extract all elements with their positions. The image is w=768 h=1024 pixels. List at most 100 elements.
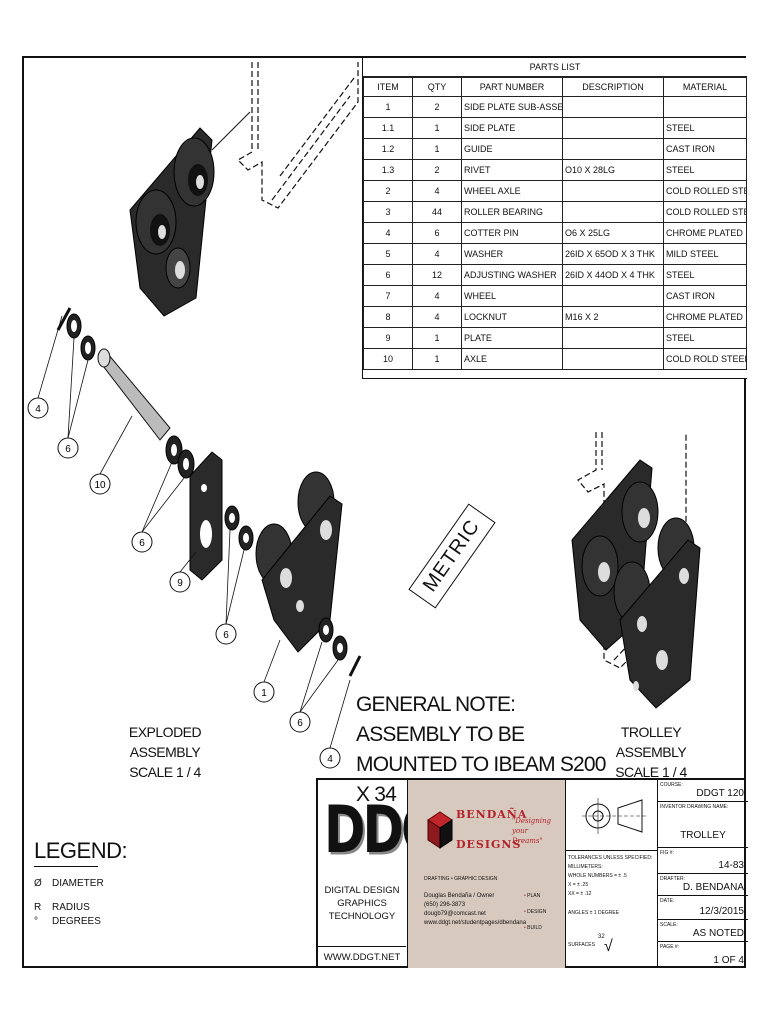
school-cell: DDGT DIGITAL DESIGN GRAPHICS TECHNOLOGY … [318,780,472,969]
balloon: 4 [319,747,341,769]
item-cell: 8 [363,306,413,328]
ibeam-top-dashed [237,62,359,209]
legend-text: RADIUS [52,902,90,913]
step-build: • BUILD [524,925,542,931]
parts-list: PARTS LIST ITEM QTY PART NUMBER DESCRIPT… [362,58,747,379]
tolerance-whole: WHOLE NUMBERS = ± .5 [568,873,627,879]
cube-logo-icon [427,811,453,849]
balloon: 1 [253,681,275,703]
svg-text:9: 9 [177,578,183,589]
part-number-cell: WHEEL AXLE [461,180,563,202]
company-tagline: DRAFTING • GRAPHIC DESIGN [424,876,498,882]
parts-list-title: PARTS LIST [363,58,747,77]
part-number-cell: GUIDE [461,138,563,160]
company-contact: Douglas Bendaña / Owner (650) 296-3873 d… [424,892,526,928]
general-note-line1: GENERAL NOTE: ASSEMBLY TO BE [356,693,525,746]
part-number-cell: ADJUSTING WASHER [461,264,563,286]
part-number-cell: PLATE [461,327,563,349]
balloon: 10 [89,473,111,495]
contact-line: dougb79@comcast.net [424,911,486,917]
balloon: 6 [57,437,79,459]
general-note-line2: MOUNTED TO IBEAM S200 X 34 [356,753,606,806]
item-cell: 2 [363,180,413,202]
description-cell [562,327,664,349]
website: WWW.DDGT.NET [318,946,406,969]
header-description: DESCRIPTION [562,77,664,97]
school-name-line: GRAPHICS [337,898,387,909]
material-cell: CHROME PLATED STEEL [663,306,747,328]
material-cell [663,96,747,118]
item-cell: 1.2 [363,138,413,160]
material-cell: STEEL [663,264,747,286]
svg-text:6: 6 [297,718,303,729]
material-cell: CAST IRON [663,138,747,160]
svg-text:6: 6 [223,630,229,641]
legend-text: DEGREES [52,916,101,927]
balloon: 6 [131,531,153,553]
tolerance-notes: TOLERANCES UNLESS SPECIFIED: MILLIMETERS… [568,854,652,918]
tolerance-angles: ANGLES ± 1 DEGREE [568,910,620,916]
qty-cell: 44 [412,201,462,223]
surface-finish-label: SURFACES [568,942,595,948]
company-card: BENDAÑA DESIGNS "Designing your Dreams" … [408,780,566,968]
drafter-field: DRAFTER: D. BENDANA [658,874,748,896]
header-qty: QTY [412,77,462,97]
balloon: 6 [215,623,237,645]
surface-finish-value: 32 [598,934,605,940]
item-cell: 9 [363,327,413,349]
description-cell: 26ID X 65OD X 3 THK [562,243,664,265]
check-mark-icon: √ [604,938,613,955]
company-name-top: BENDAÑA [456,808,528,821]
header-part-number: PART NUMBER [461,77,563,97]
legend-symbol: ° [34,916,38,927]
material-cell: STEEL [663,327,747,349]
legend-text: DIAMETER [52,878,104,889]
balloon: 4 [27,397,49,419]
info-fields: COURSE: DDGT 120 INVENTOR DRAWING NAME: … [658,780,748,968]
item-cell: 1 [363,96,413,118]
svg-text:6: 6 [65,444,71,455]
material-cell: CHROME PLATED STEEL [663,222,747,244]
tolerance-title: TOLERANCES UNLESS SPECIFIED: [568,855,653,861]
description-cell [562,96,664,118]
material-cell: MILD STEEL [663,243,747,265]
contact-line: www.ddgt.net/studentpages/dbendana [424,920,527,926]
projection-symbol-icon [582,798,646,834]
description-cell: O6 X 25LG [562,222,664,244]
general-note: GENERAL NOTE: ASSEMBLY TO BE MOUNTED TO … [356,690,606,810]
description-cell: 26ID X 44OD X 4 THK [562,264,664,286]
qty-cell: 2 [412,96,462,118]
part-number-cell: RIVET [461,159,563,181]
fig-field: FIG #: 14-83 [658,848,748,874]
qty-cell: 4 [412,243,462,265]
item-cell: 6 [363,264,413,286]
svg-text:1: 1 [261,688,267,699]
scale-field: SCALE: AS NOTED [658,920,748,942]
course-field: COURSE: DDGT 120 [658,780,748,802]
qty-cell: 6 [412,222,462,244]
part-number-cell: AXLE [461,348,563,370]
contact-line: (650) 296-3873 [424,902,466,908]
svg-text:10: 10 [94,480,106,491]
qty-cell: 1 [412,327,462,349]
school-name-line: DIGITAL DESIGN [324,885,400,896]
item-cell: 3 [363,201,413,223]
description-cell [562,285,664,307]
material-cell: CAST IRON [663,285,747,307]
item-cell: 1.3 [363,159,413,181]
drawing-sheet [22,56,746,968]
parts-table: ITEM QTY PART NUMBER DESCRIPTION MATERIA… [363,77,747,370]
